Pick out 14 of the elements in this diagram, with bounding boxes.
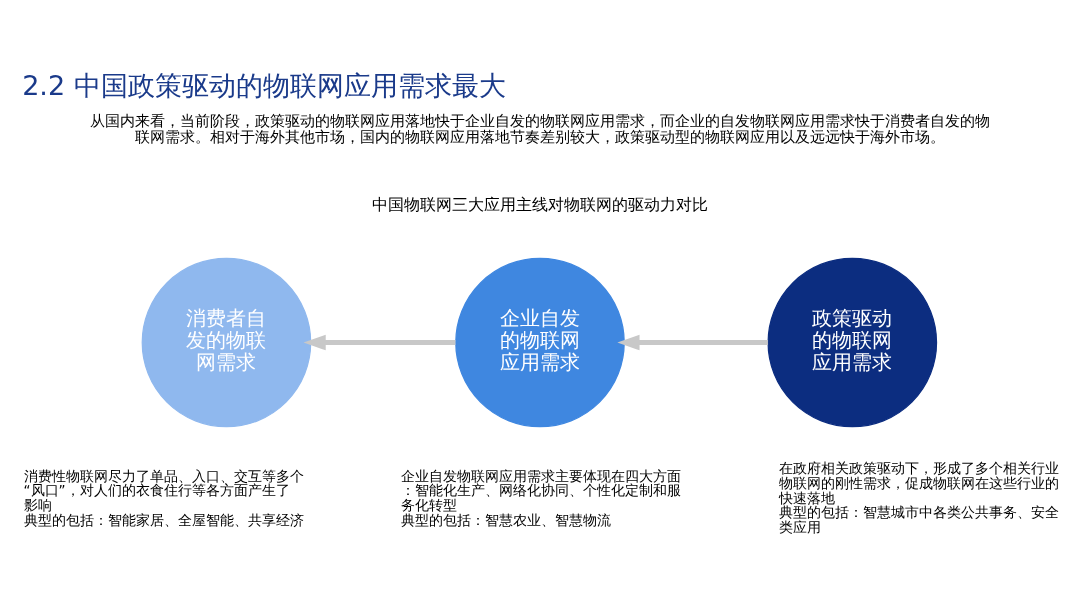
node-label: 消费性物联网尽力了单品、入口、交互等多个“风口”，对人们的衣食住行等各方面产生了影响 [23, 467, 304, 513]
node-circle: 企业自发的物联网应用需求 [455, 257, 625, 427]
node-label: 典型的包括：智慧城市中各类公共事务、安全类应用 [778, 503, 1059, 535]
node-label: 在政府相关政策驱动下，形成了多个相关行业物联网的刚性需求，促成物联网在这些行业的快速落地 [778, 459, 1059, 506]
node-circle: 消费者自发的物联网需求 [141, 257, 312, 427]
node-circle: 政策驱动的物联网应用需求 [767, 257, 938, 427]
label: 中国物联网三大应用主线对物联网的驱动力对比 [372, 194, 708, 214]
label: 从国内来看，当前阶段，政策驱动的物联网应用落地快于企业自发的物联网应用需求，而企业的自发物联网应用需求快于消费者自发的物联网需求。相对于海外其他市场，国内的物联网应用落地节奏差别较大，政策驱动型的物联网应用以及远远快于海外市场。 [90, 111, 990, 145]
diagram-title: 2.2 中国政策驱动的物联网应用需求最大 [22, 69, 506, 101]
arrow [617, 334, 768, 350]
node-label: 企业自发物联网应用需求主要体现在四大方面：智能化生产、网络化协同、个性化定制和服务化转型 [401, 467, 682, 513]
node-label: 典型的包括：智能家居、全屋智能、共享经济 [23, 511, 304, 528]
arrow [303, 334, 456, 350]
node-label: 典型的包括：智慧农业、智慧物流 [401, 511, 612, 528]
